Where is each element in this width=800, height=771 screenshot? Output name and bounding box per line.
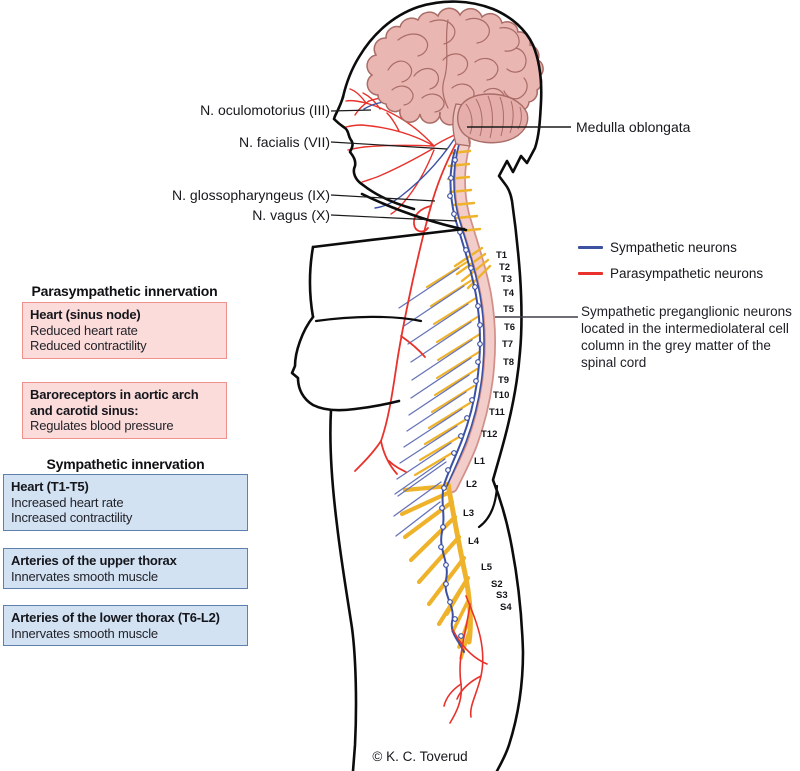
sympathetic-box-upper-thorax: Arteries of the upper thorax Innervates … [3,548,248,589]
pointer-vagus [330,214,458,222]
spine-label: L4 [468,536,480,547]
pointer-glossopharyngeus [330,194,436,202]
box-line: Increased heart rate [11,494,124,510]
pointer-lines [330,109,578,318]
sacral-trunk-yellow [445,481,473,645]
spine-label: T7 [502,339,513,350]
spine-label: L1 [474,456,486,467]
parasympathetic-box-baroreceptors: Baroreceptors in aortic arch and carotid… [22,382,227,439]
chest-shoulder-line [311,227,466,249]
thoracic-rami-yellow [413,260,482,477]
spine-label: T9 [498,375,509,386]
spine-label: T11 [489,407,506,418]
spine-label: T10 [493,390,509,401]
belly-leg-outline [329,408,358,771]
label-glossopharyngeus: N. glossopharyngeus (IX) [172,187,330,203]
neck-shoulder-line [360,192,468,232]
box-line: Regulates blood pressure [30,418,174,433]
spine-level-labels: T1 T2 T3 T4 T5 T6 T7 T8 T9 T10 T11 T12 L… [463,250,515,613]
sympathetic-box-heart: Heart (T1-T5) Increased heart rate Incre… [3,474,248,531]
label-medulla-oblongata: Medulla oblongata [576,119,691,135]
legend-item-parasympathetic: Parasympathetic neurons [578,266,763,281]
pointer-facialis [330,141,448,150]
facial-nerves-red [345,88,460,215]
spine-label: S2 [491,579,503,590]
label-facialis: N. facialis (VII) [238,134,330,150]
sacral-nerves-red [443,595,488,724]
sympathetic-heading: Sympathetic innervation [46,456,205,472]
buttock-fold [477,484,499,529]
spine-label: T5 [503,304,515,315]
spine-label: T2 [499,262,510,273]
box-title: Heart (sinus node) [30,307,141,322]
pointer-oculomotorius [330,109,372,112]
body-outline [290,0,543,771]
box-title: Arteries of the lower thorax (T6-L2) [11,610,220,625]
sympathetic-chain [438,143,485,653]
face-outline [332,95,416,211]
cerebellum-stripes [465,95,522,139]
pectoral-line [314,315,423,323]
spine-label: T6 [504,322,515,333]
box-title: Heart (T1-T5) [11,479,89,494]
box-title: Baroreceptors in aortic arch and carotid… [30,387,199,418]
sympathetic-line-swatch [578,246,603,249]
vagus-nerve [354,133,462,475]
spine-label: T12 [481,429,497,440]
spine-label: L5 [481,562,493,573]
spine-label: L2 [466,479,477,490]
box-line: Increased contractility [11,510,133,525]
box-line: Innervates smooth muscle [11,625,158,641]
legend-item-sympathetic: Sympathetic neurons [578,240,737,255]
credit-text: © K. C. Toverud [372,749,468,764]
chest-front-outline [308,245,315,319]
spinal-cord [446,136,496,493]
ganglia-beads [438,157,483,639]
breast-outline [290,315,401,412]
spine-label: L3 [463,508,474,519]
spine-label: T3 [501,274,512,285]
preganglionic-note: Sympathetic preganglionic neurons locate… [581,304,792,370]
spine-label: S4 [500,602,512,613]
sympathetic-box-lower-thorax: Arteries of the lower thorax (T6-L2) Inn… [3,605,248,646]
lumbar-plexus-yellow [399,483,471,627]
brain [366,7,544,147]
head-back-outline [341,0,543,771]
parasympathetic-line-swatch [578,272,603,275]
legend-label: Sympathetic neurons [610,240,737,255]
box-line: Reduced heart rate [30,322,138,338]
parasympathetic-box-heart: Heart (sinus node) Reduced heart rate Re… [22,302,227,359]
box-title: Arteries of the upper thorax [11,553,177,568]
spine-label: T4 [503,288,515,299]
spine-label: T1 [496,250,508,261]
legend-label: Parasympathetic neurons [610,266,764,281]
box-line: Reduced contractility [30,338,147,353]
spine-label: S3 [496,590,508,601]
box-line: Innervates smooth muscle [11,568,158,584]
spine-label: T8 [503,357,514,368]
parasympathetic-heading: Parasympathetic innervation [31,283,218,299]
label-vagus: N. vagus (X) [252,207,330,223]
label-oculomotorius: N. oculomotorius (III) [200,102,330,118]
